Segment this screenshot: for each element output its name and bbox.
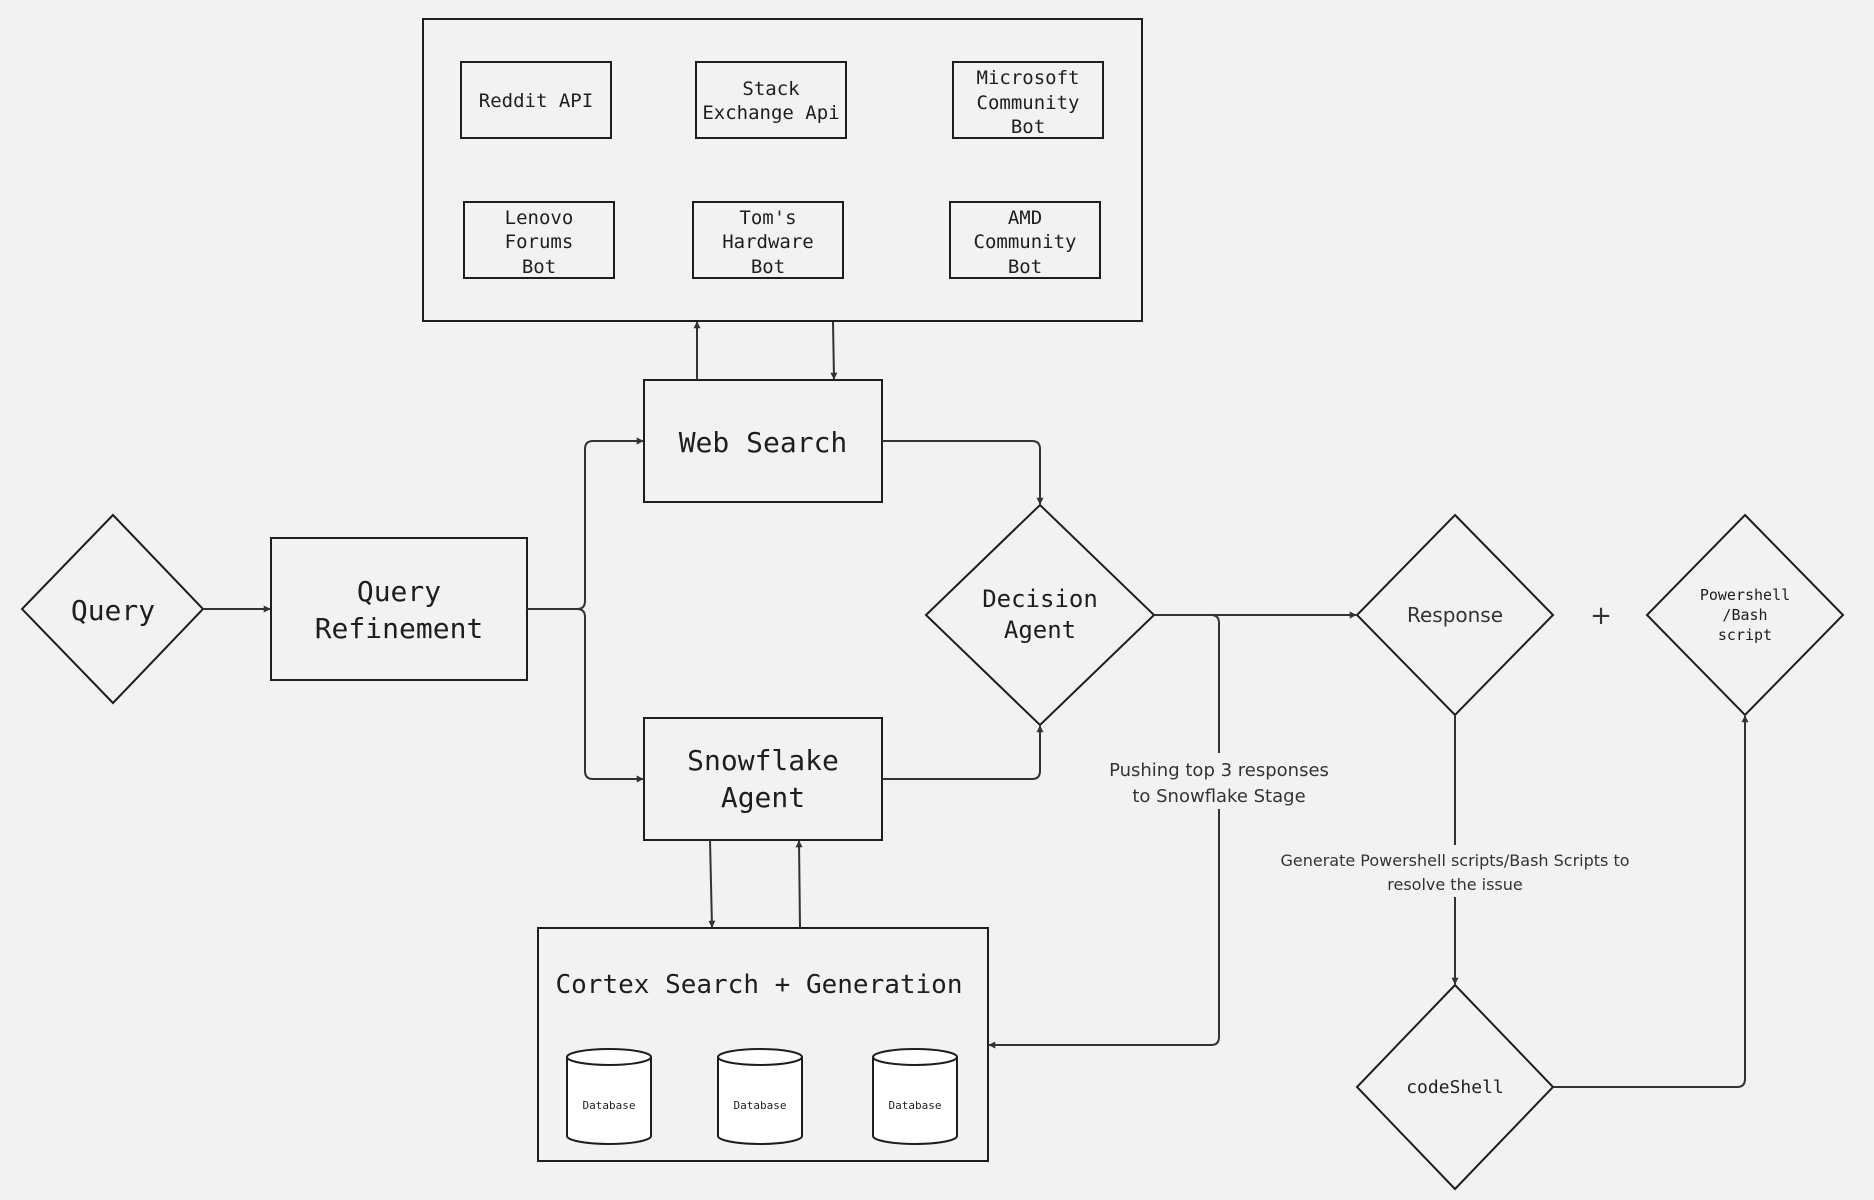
response-node[interactable]: Response — [1355, 513, 1555, 717]
generate-label-line-2: resolve the issue — [1387, 875, 1522, 894]
edge-refinement-to-web-search — [527, 437, 644, 610]
microsoft-label-line-2: Community — [977, 92, 1080, 114]
script-label-line-1: Powershell — [1700, 586, 1790, 604]
database-2: Database — [717, 1048, 803, 1145]
database-1-label: Database — [583, 1099, 636, 1112]
edge-refinement-to-snowflake — [527, 608, 644, 783]
lenovo-label-line-1: Lenovo — [505, 207, 574, 229]
database-1: Database — [566, 1048, 652, 1145]
stack-exchange-label-line-2: Exchange Api — [702, 102, 839, 124]
generate-label-line-1: Generate Powershell scripts/Bash Scripts… — [1280, 851, 1629, 870]
web-search-label: Web Search — [679, 426, 848, 459]
script-label-line-3: script — [1718, 626, 1772, 644]
pushing-label-line-1: Pushing top 3 responses — [1109, 760, 1329, 781]
snowflake-agent-label-line-1: Snowflake — [687, 744, 839, 777]
microsoft-label-line-1: Microsoft — [977, 67, 1080, 89]
edge-cortex-to-snowflake — [795, 840, 803, 929]
snowflake-agent-node[interactable]: Snowflake Agent — [643, 717, 883, 841]
lenovo-label-line-3: Bot — [522, 256, 556, 278]
plus-sign: + — [1590, 601, 1612, 631]
query-label: Query — [71, 594, 155, 627]
lenovo-label-line-2: Forums — [505, 231, 574, 253]
query-refinement-label-line-1: Query — [357, 575, 441, 608]
pushing-label-line-2: to Snowflake Stage — [1132, 786, 1305, 807]
microsoft-community-bot-box[interactable]: Microsoft Community Bot — [952, 61, 1104, 139]
query-node[interactable]: Query — [20, 513, 205, 705]
script-node[interactable]: Powershell /Bash script — [1645, 513, 1845, 717]
amd-label-line-1: AMD — [1008, 207, 1042, 229]
query-refinement-label-line-2: Refinement — [315, 612, 484, 645]
reddit-api-label: Reddit API — [479, 90, 593, 112]
database-3: Database — [872, 1048, 958, 1145]
decision-agent-label-line-2: Agent — [1004, 616, 1076, 644]
cortex-search-label: Cortex Search + Generation — [556, 970, 963, 1000]
microsoft-label-line-3: Bot — [1011, 116, 1045, 138]
edge-codeshell-to-script — [1553, 715, 1749, 1088]
web-search-node[interactable]: Web Search — [643, 379, 883, 503]
decision-agent-node[interactable]: Decision Agent — [924, 503, 1156, 727]
script-label-line-2: /Bash — [1722, 606, 1767, 624]
amd-label-line-3: Bot — [1008, 256, 1042, 278]
snowflake-agent-label-line-2: Agent — [721, 781, 805, 814]
decision-agent-label-line-1: Decision — [982, 585, 1098, 613]
toms-label-line-1: Tom's — [739, 207, 796, 229]
reddit-api-box[interactable]: Reddit API — [460, 61, 612, 139]
edge-sources-to-web-search — [830, 321, 838, 380]
stack-exchange-label-line-1: Stack — [742, 78, 800, 100]
query-refinement-node[interactable]: Query Refinement — [270, 537, 528, 681]
edge-label-pushing: Pushing top 3 responses to Snowflake Sta… — [1105, 753, 1333, 809]
cortex-search-node[interactable]: Cortex Search + Generation Database Data… — [537, 927, 989, 1162]
edge-snowflake-to-decision — [882, 725, 1044, 780]
response-label: Response — [1407, 603, 1503, 627]
codeshell-node[interactable]: codeShell — [1355, 983, 1555, 1191]
stack-exchange-api-box[interactable]: Stack Exchange Api — [695, 61, 847, 139]
edge-decision-to-cortex — [988, 614, 1220, 1049]
edge-web-search-to-decision — [882, 440, 1044, 505]
edge-label-generate: Generate Powershell scripts/Bash Scripts… — [1275, 845, 1635, 897]
amd-label-line-2: Community — [974, 231, 1077, 253]
toms-label-line-3: Bot — [751, 256, 785, 278]
sources-container: Reddit API Stack Exchange Api Microsoft … — [422, 18, 1143, 322]
lenovo-forums-bot-box[interactable]: Lenovo Forums Bot — [463, 201, 615, 279]
database-3-label: Database — [889, 1099, 942, 1112]
database-2-label: Database — [734, 1099, 787, 1112]
codeshell-label: codeShell — [1406, 1077, 1504, 1098]
edge-snowflake-to-cortex — [708, 839, 716, 928]
toms-label-line-2: Hardware — [722, 231, 814, 253]
toms-hardware-bot-box[interactable]: Tom's Hardware Bot — [692, 201, 844, 279]
amd-community-bot-box[interactable]: AMD Community Bot — [949, 201, 1101, 279]
